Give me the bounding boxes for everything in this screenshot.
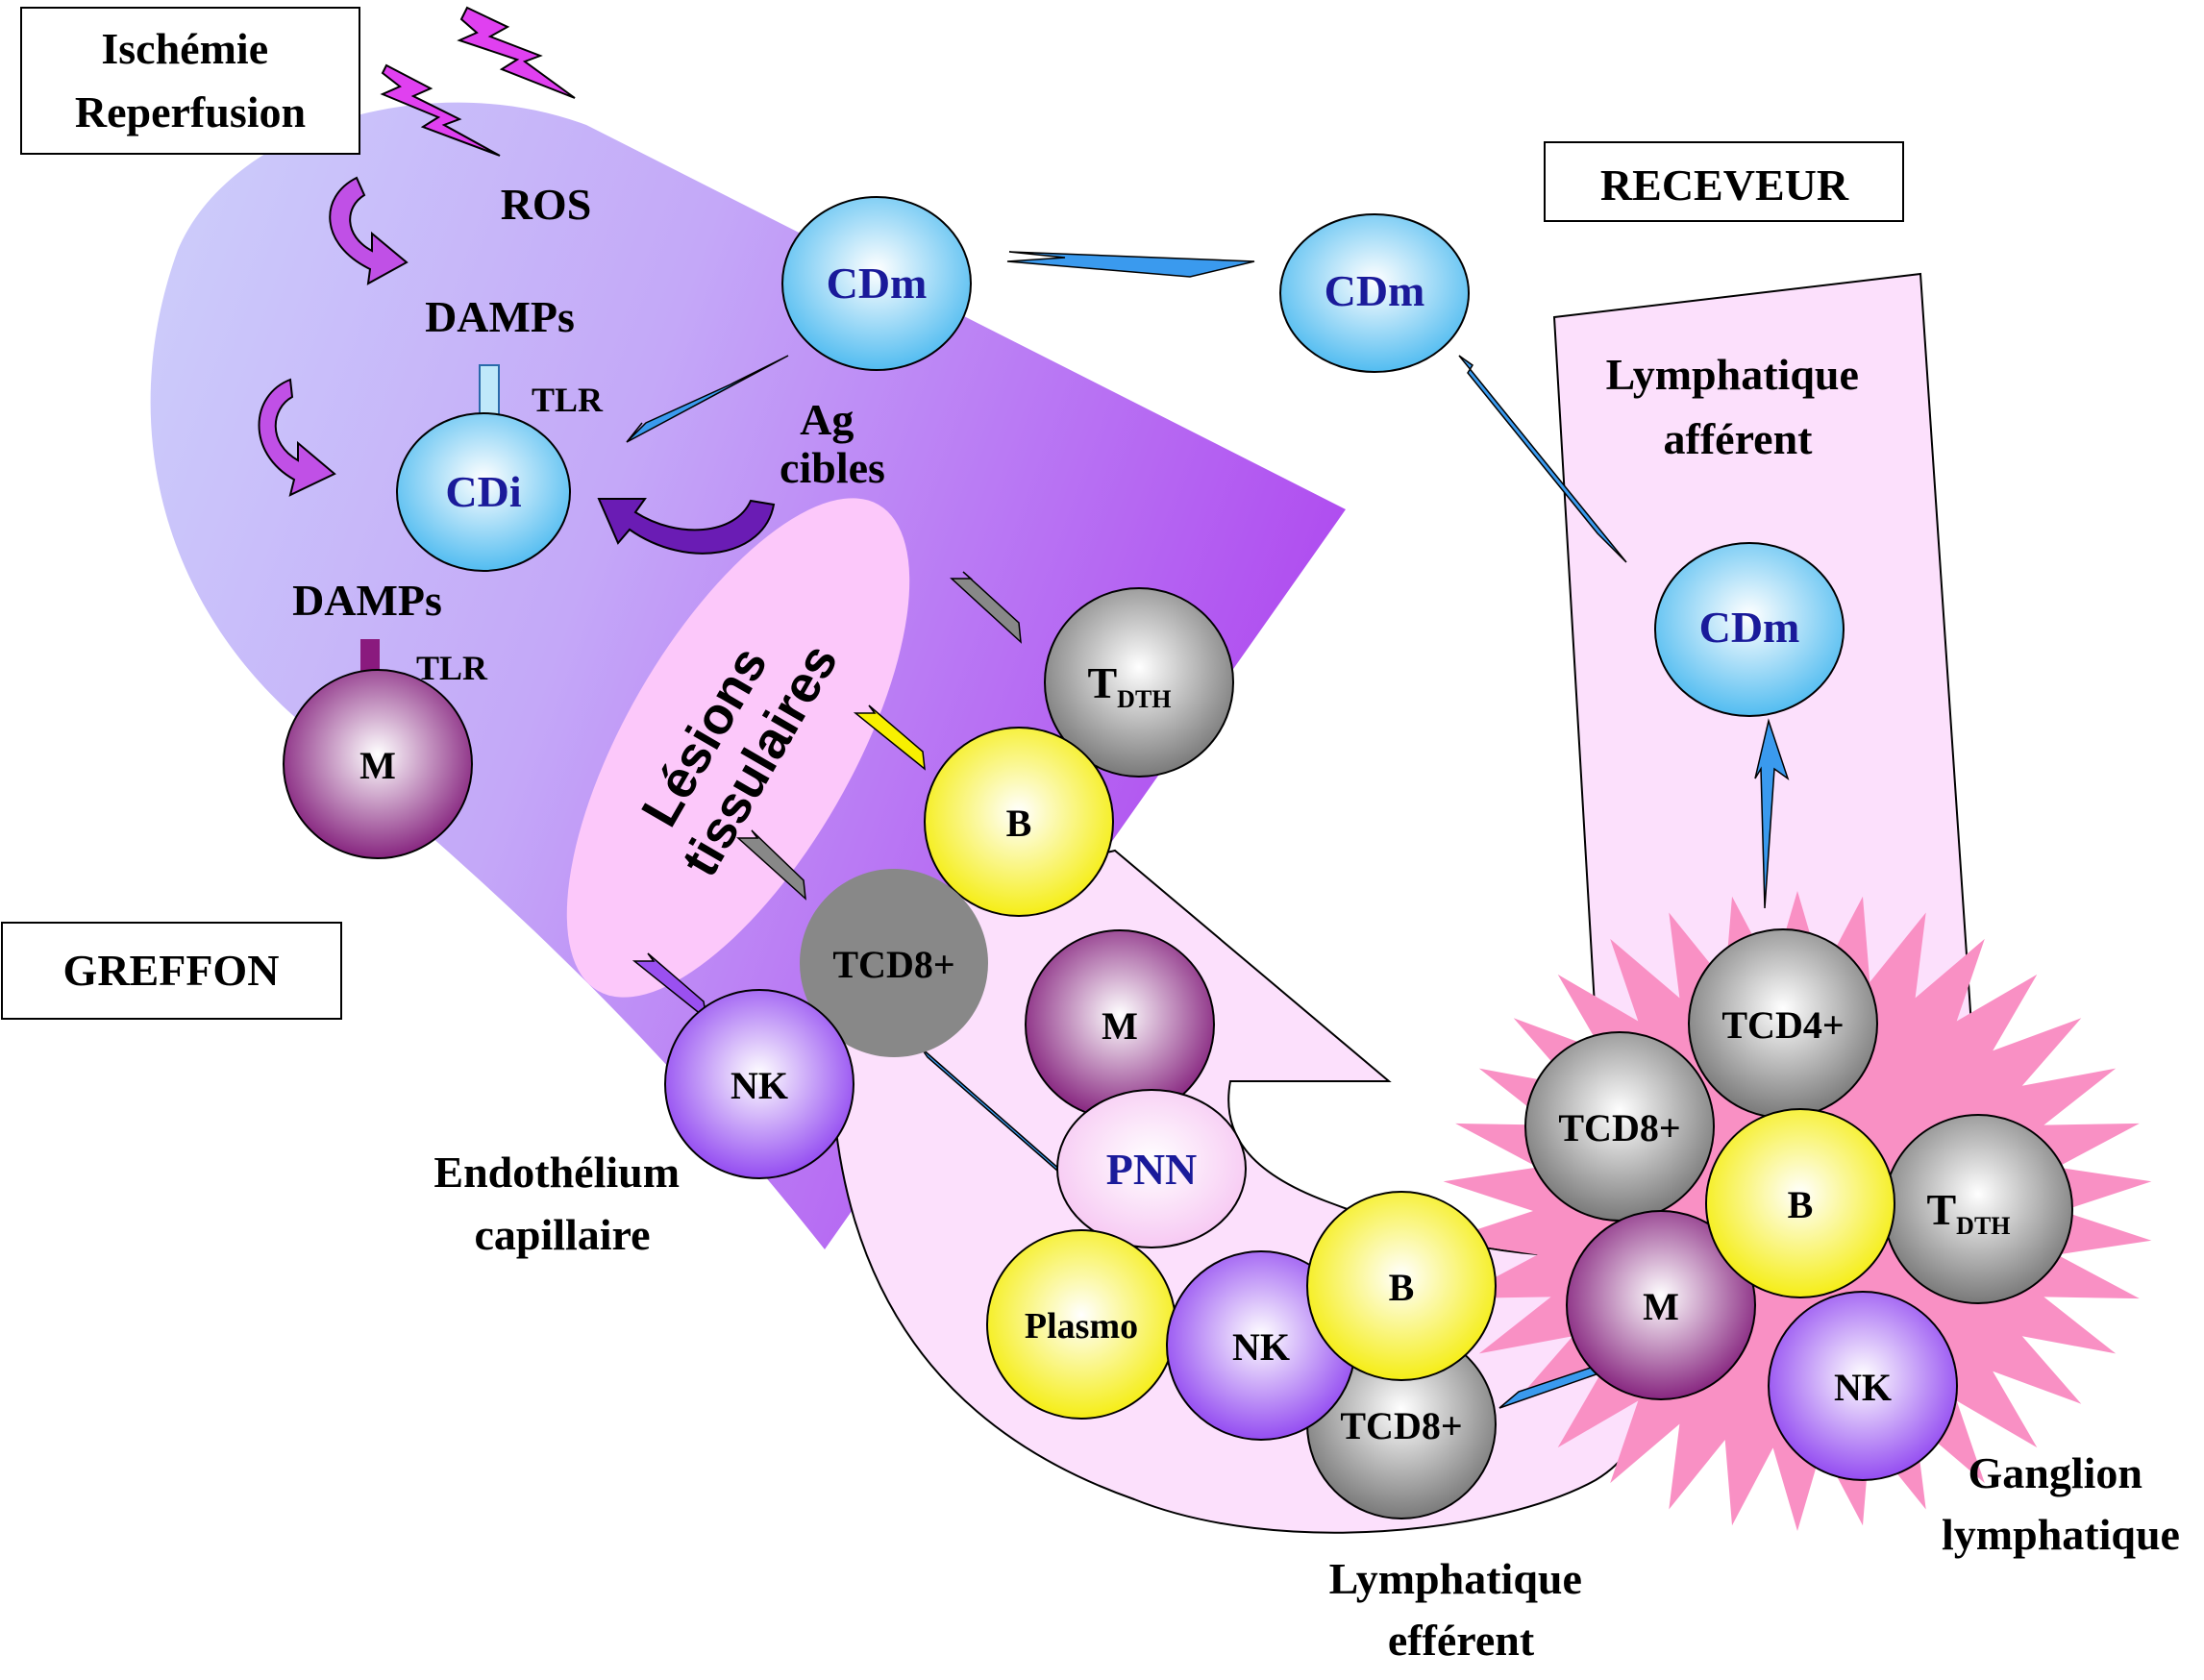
svg-text:TCD8+: TCD8+ [1558, 1106, 1680, 1149]
lightning-icon [380, 63, 501, 157]
cell-cdm-mid: CDm [1279, 213, 1470, 373]
endo-label: Endothélium capillaire [433, 1148, 690, 1259]
svg-text:M: M [1102, 1004, 1138, 1048]
curved-arrow-icon [258, 378, 336, 497]
cell-m-node: M [1566, 1210, 1756, 1400]
greffon-label: GREFFON [63, 946, 280, 995]
lightning-icon [457, 6, 576, 99]
svg-text:NK: NK [1232, 1325, 1290, 1369]
cell-nk-node: NK [1768, 1291, 1958, 1481]
cell-tcd8-node: TCD8+ [1524, 1031, 1715, 1222]
svg-text:TDTH: TDTH [1926, 1185, 2010, 1240]
tlr-cdi-label: TLR [532, 381, 604, 419]
svg-text:NK: NK [731, 1064, 788, 1107]
cell-cdi: CDi [396, 412, 571, 572]
cell-b-eff: B [1306, 1191, 1497, 1381]
cell-tdth-node: TDTH [1883, 1114, 2073, 1304]
cell-pnn: PNN [1056, 1089, 1247, 1248]
lymph-aff-label: Lymphatique afférent [1606, 350, 1870, 463]
ischemie-box [20, 7, 360, 155]
cell-b-graft: B [924, 727, 1114, 917]
svg-text:M: M [1643, 1285, 1679, 1328]
svg-text:Plasmo: Plasmo [1025, 1306, 1138, 1346]
svg-text:TCD8+: TCD8+ [832, 943, 954, 986]
cell-cdm-aff: CDm [1654, 542, 1845, 717]
curved-arrow-icon [329, 176, 409, 285]
svg-text:CDm: CDm [1699, 603, 1800, 652]
svg-text:CDi: CDi [445, 467, 521, 516]
lesions-ellipse [566, 498, 910, 998]
ischemie-label: Ischémie Reperfusion [75, 24, 306, 136]
svg-text:B: B [1006, 802, 1032, 845]
cell-tcd4-node: TCD4+ [1688, 928, 1878, 1119]
curved-arrow-icon [597, 498, 776, 555]
cell-tcd8-graft: TCD8+ [800, 869, 988, 1057]
receveur-box [1544, 141, 1904, 222]
svg-text:CDm: CDm [1325, 266, 1425, 315]
svg-text:TDTH: TDTH [1087, 658, 1171, 713]
arrow-b-to-lesion [853, 704, 926, 771]
cell-m-eff: M [1025, 929, 1215, 1120]
cell-b-node: B [1705, 1108, 1895, 1298]
arrow-tcd8-to-lesion [736, 829, 806, 901]
receveur-label: RECEVEUR [1600, 161, 1849, 210]
svg-text:CDm: CDm [827, 259, 928, 308]
damps-top-label: DAMPs [425, 292, 575, 341]
arrow-aff-down [1754, 718, 1790, 909]
svg-text:M: M [359, 744, 396, 787]
arrow-cdm-to-cdm [1006, 251, 1255, 278]
ros-label: ROS [501, 180, 592, 229]
svg-text:B: B [1389, 1266, 1415, 1309]
svg-text:TCD4+: TCD4+ [1721, 1003, 1844, 1047]
greffon-box [1, 922, 342, 1020]
svg-text:B: B [1788, 1183, 1814, 1226]
arrow-cdm-down [1458, 355, 1627, 563]
damps-mid-label: DAMPs [292, 576, 442, 625]
arrow-cdi-to-cdm [626, 355, 789, 443]
cell-plasmo: Plasmo [986, 1229, 1176, 1420]
tlr-m-label: TLR [416, 649, 488, 687]
cell-m-graft: M [283, 669, 473, 859]
ganglion-label: Ganglion lymphatique [1942, 1448, 2180, 1559]
ag-cibles-label: Ag cibles [780, 395, 885, 492]
cell-cdm-graft: CDm [781, 196, 972, 371]
svg-text:TCD8+: TCD8+ [1340, 1404, 1462, 1447]
cell-tdth-graft: TDTH [1044, 587, 1234, 778]
lymph-eff-label: Lymphatique efférent [1329, 1554, 1594, 1665]
signal-arrows [626, 251, 1790, 1409]
cell-tcd8-eff: TCD8+ [1306, 1329, 1497, 1519]
arrow-nk-to-lesion [631, 952, 708, 1021]
cell-nk-graft: NK [664, 989, 854, 1179]
arrow-tdth-to-lesion [950, 571, 1022, 644]
svg-text:PNN: PNN [1106, 1145, 1198, 1194]
svg-text:NK: NK [1834, 1366, 1892, 1409]
